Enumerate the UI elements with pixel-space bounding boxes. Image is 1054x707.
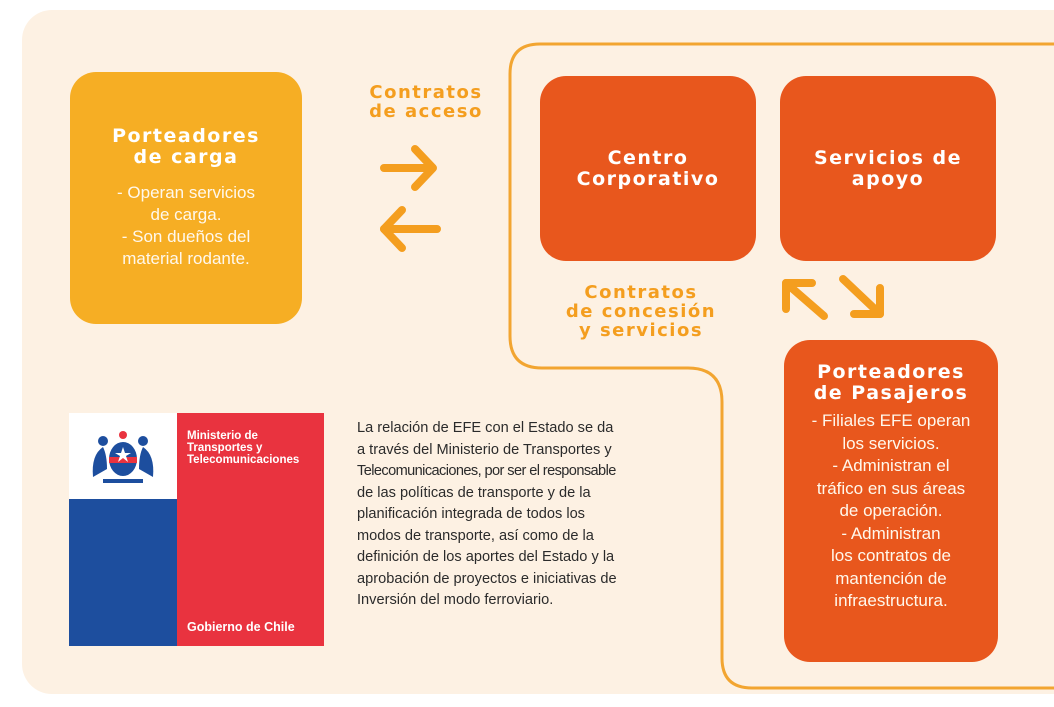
relation-paragraph: La relación de EFE con el Estado se da a… <box>357 418 679 612</box>
contratos-acceso-label: Contratos de acceso <box>356 83 496 121</box>
paragraph-line: modos de transporte, así como de la <box>357 527 594 544</box>
porteadores-pasajeros-title: Porteadores de Pasajeros <box>814 362 969 404</box>
desc-line: - Operan servicios <box>117 183 255 202</box>
label-line: Contratos <box>369 82 483 103</box>
desc-line: infraestructura. <box>834 591 948 610</box>
ministry-line: Transportes y <box>187 442 263 454</box>
paragraph-line: definición de los aportes del Estado y l… <box>357 549 615 565</box>
gobierno-chile-logo: Ministerio de Transportes y Telecomunica… <box>69 413 324 646</box>
label-line: de concesión <box>565 301 717 322</box>
paragraph-line: La relación de EFE con el Estado se da <box>357 420 614 436</box>
title-line: apoyo <box>851 167 925 190</box>
title-line: Centro <box>607 146 689 169</box>
label-line: de acceso <box>369 101 483 122</box>
servicios-apoyo-box: Servicios de apoyo <box>780 76 996 261</box>
porteadores-carga-description: - Operan servicios de carga. - Son dueño… <box>117 182 255 270</box>
desc-line: de operación. <box>839 501 943 520</box>
ministry-line: Ministerio de <box>187 430 258 442</box>
desc-line: de carga. <box>150 205 222 224</box>
paragraph-line: aprobación de proyectos e iniciativas de <box>357 570 617 587</box>
desc-line: - Filiales EFE operan <box>811 411 971 430</box>
desc-line: - Administran el <box>832 456 950 475</box>
title-line: de carga <box>133 146 239 168</box>
paragraph-line: planificación integrada de todos los <box>357 506 585 522</box>
logo-blue-field <box>69 499 177 646</box>
centro-corporativo-title: Centro Corporativo <box>576 146 720 190</box>
paragraph-line: Inversión del modo ferroviario. <box>357 592 554 608</box>
desc-line: - Administran <box>841 523 941 543</box>
paragraph-line: de las políticas de transporte y de la <box>357 484 591 501</box>
porteadores-carga-title: Porteadores de carga <box>112 126 260 168</box>
title-line: de Pasajeros <box>813 382 969 404</box>
servicios-apoyo-title: Servicios de apoyo <box>813 146 963 190</box>
paragraph-line: a través del Ministerio de Transportes y <box>357 441 612 458</box>
title-line: Servicios de <box>813 146 963 169</box>
desc-line: los servicios. <box>842 433 940 453</box>
ministry-line: Telecomunicaciones <box>187 454 300 466</box>
ministry-name: Ministerio de Transportes y Telecomunica… <box>187 430 327 466</box>
desc-line: tráfico en sus áreas <box>816 478 966 498</box>
title-line: Corporativo <box>576 167 720 190</box>
logo-left-column <box>69 413 177 646</box>
desc-line: material rodante. <box>122 249 250 268</box>
desc-line: los contratos de <box>830 546 951 565</box>
desc-line: - Son dueños del <box>121 227 251 246</box>
coat-of-arms-icon <box>69 413 177 499</box>
paragraph-line: Telecomunicaciones, por ser el responsab… <box>357 463 616 479</box>
porteadores-pasajeros-box: Porteadores de Pasajeros - Filiales EFE … <box>784 340 998 662</box>
porteadores-pasajeros-description: - Filiales EFE operan los servicios. - A… <box>812 410 971 613</box>
title-line: Porteadores <box>817 361 965 383</box>
logo-red-field: Ministerio de Transportes y Telecomunica… <box>177 413 324 646</box>
porteadores-carga-box: Porteadores de carga - Operan servicios … <box>70 72 302 324</box>
desc-line: mantención de <box>835 568 947 588</box>
label-line: y servicios <box>578 320 704 341</box>
title-line: Porteadores <box>112 125 260 147</box>
centro-corporativo-box: Centro Corporativo <box>540 76 756 261</box>
contratos-concesion-label: Contratos de concesión y servicios <box>536 283 746 340</box>
label-line: Contratos <box>584 282 698 303</box>
government-name: Gobierno de Chile <box>187 620 295 634</box>
